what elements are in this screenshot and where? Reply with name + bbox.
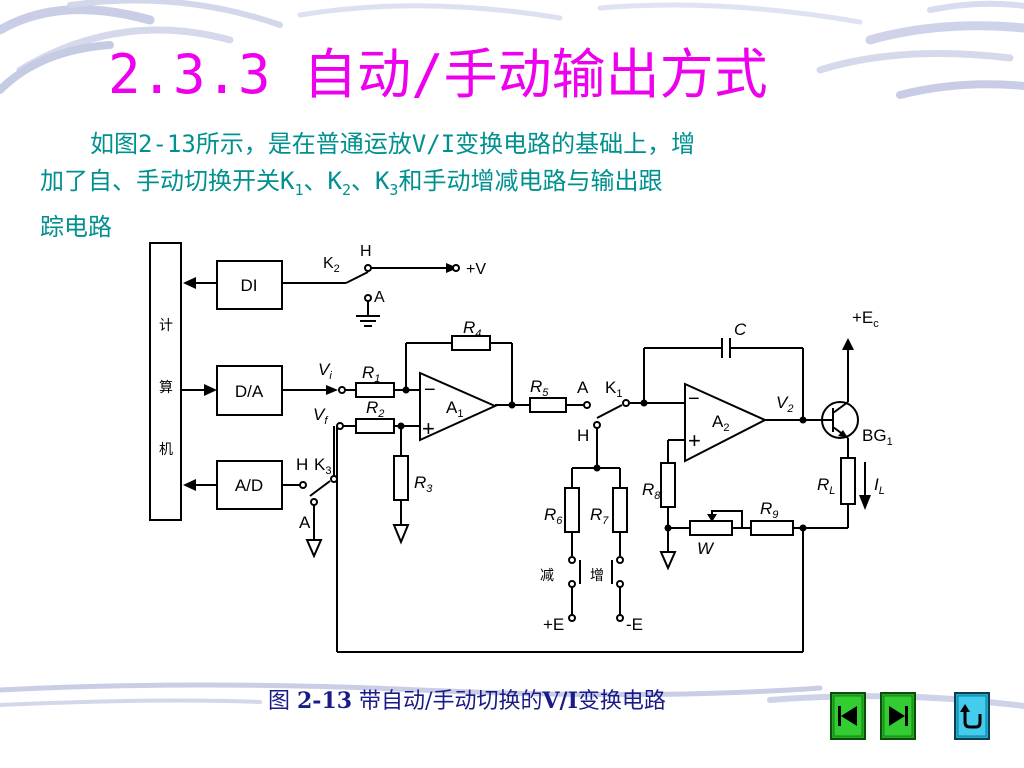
paragraph-line-2: 加了自、手动切换开关K1、K2、K3和手动增减电路与输出跟 (40, 163, 940, 209)
svg-text:A: A (299, 513, 311, 532)
separator-1: 、K (303, 167, 342, 195)
svg-text:A1: A1 (446, 398, 463, 420)
svg-text:RL: RL (817, 475, 835, 497)
computer-label-2: 算 (159, 380, 173, 396)
svg-text:Vi: Vi (318, 360, 332, 382)
last-page-button[interactable] (880, 692, 916, 740)
caption-vi: V/I (542, 688, 578, 714)
first-page-button[interactable] (830, 692, 866, 740)
op-amp-a2 (684, 382, 768, 463)
separator-2: 、K (350, 167, 390, 195)
svg-text:增: 增 (590, 568, 604, 584)
r2-resistor (355, 418, 395, 434)
caption-number: 2-13 (297, 688, 353, 714)
svg-text:-E: -E (626, 615, 643, 634)
last-page-icon (880, 692, 916, 740)
r3-resistor (393, 455, 409, 501)
svg-text:R2: R2 (366, 398, 384, 420)
di-label: DI (241, 276, 258, 295)
r8-resistor (660, 462, 676, 508)
caption-prefix: 图 (268, 689, 297, 714)
svg-text:V2: V2 (776, 393, 793, 415)
k3-subscript: 3 (389, 180, 399, 199)
svg-text:+Ec: +Ec (852, 308, 879, 330)
svg-text:R9: R9 (760, 499, 778, 521)
da-block (216, 365, 283, 416)
description-paragraph: 如图2-13所示，是在普通运放V/I变换电路的基础上，增 加了自、手动切换开关K… (40, 126, 940, 246)
return-button[interactable] (954, 692, 990, 740)
computer-label-1: 计 (159, 318, 173, 334)
return-icon (954, 692, 990, 740)
di-block (216, 260, 283, 310)
figure-caption: 图 2-13 带自动/手动切换的V/I变换电路 (268, 683, 666, 715)
svg-text:BG1: BG1 (862, 426, 893, 448)
line2-suffix: 和手动增减电路与输出跟 (398, 167, 663, 195)
svg-text:−: − (424, 379, 436, 401)
r4-resistor (451, 335, 491, 351)
op-amp-a1 (419, 371, 498, 442)
svg-text:R4: R4 (463, 318, 481, 340)
ad-block (216, 460, 283, 510)
svg-text:H: H (577, 426, 589, 445)
r1-resistor (355, 382, 395, 398)
svg-text:减: 减 (540, 568, 554, 584)
ad-label: A/D (235, 476, 263, 495)
r7-resistor (612, 487, 628, 533)
svg-text:Vf: Vf (313, 405, 328, 427)
svg-text:W: W (697, 539, 715, 558)
k1-subscript: 1 (294, 180, 304, 199)
line2-prefix: 加了自、手动切换开关K (40, 167, 295, 195)
svg-text:−: − (688, 388, 700, 410)
svg-text:K3: K3 (314, 455, 331, 477)
svg-text:+: + (422, 416, 435, 441)
svg-text:R1: R1 (362, 363, 380, 385)
svg-text:R3: R3 (414, 473, 433, 495)
computer-block (149, 242, 182, 521)
da-label: D/A (235, 382, 264, 401)
r6-resistor (564, 487, 580, 533)
paragraph-line-3: 踪电路 (40, 212, 112, 241)
paragraph-line-1: 如图2-13所示，是在普通运放V/I变换电路的基础上，增 (90, 130, 696, 158)
computer-label-3: 机 (159, 442, 173, 458)
svg-text:R5: R5 (530, 377, 549, 399)
svg-text:R8: R8 (642, 480, 661, 502)
svg-text:H: H (360, 243, 372, 260)
svg-text:IL: IL (874, 475, 885, 497)
w-potentiometer (689, 520, 733, 536)
svg-text:+V: +V (466, 261, 486, 278)
svg-text:C: C (734, 320, 747, 339)
svg-text:K1: K1 (605, 378, 622, 400)
first-page-icon (830, 692, 866, 740)
caption-suffix: 变换电路 (577, 689, 666, 714)
slide-title: 2.3.3 自动/手动输出方式 (108, 43, 768, 106)
caption-text: 带自动/手动切换的 (352, 689, 543, 714)
r9-resistor (750, 520, 794, 536)
svg-text:+: + (688, 428, 701, 453)
svg-text:A: A (577, 378, 589, 397)
r5-resistor (529, 397, 567, 413)
svg-text:+E: +E (543, 615, 564, 634)
svg-text:K2: K2 (323, 255, 340, 275)
svg-text:R7: R7 (590, 505, 609, 527)
k2-subscript: 2 (341, 180, 351, 199)
rl-resistor (840, 457, 856, 505)
svg-text:H: H (296, 455, 308, 474)
dec-button (568, 556, 576, 564)
inc-button (616, 556, 624, 564)
svg-text:R6: R6 (544, 505, 563, 527)
svg-text:A: A (374, 289, 385, 306)
svg-text:A2: A2 (712, 412, 729, 434)
